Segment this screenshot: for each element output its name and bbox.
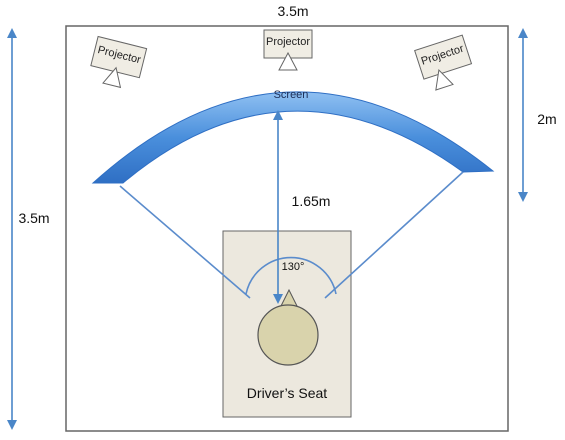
- driver-head-icon: [257, 304, 319, 366]
- fov-line-left: [119, 185, 251, 299]
- projector-left: Projector: [90, 35, 148, 89]
- driver-seat-label: Driver’s Seat: [247, 385, 328, 401]
- fov-angle-label: 130°: [282, 261, 305, 273]
- room-width-label: 3.5m: [277, 3, 308, 19]
- projector-right-body: [414, 34, 473, 80]
- seat-to-screen-label: 1.65m: [292, 193, 331, 209]
- fov-angle-arc: [245, 256, 337, 295]
- projector-center: Projector: [263, 29, 313, 71]
- projector-left-lens-icon: [102, 66, 122, 89]
- curved-screen: [91, 91, 495, 184]
- screen-depth-label: 2m: [537, 111, 556, 127]
- projector-right-lens-icon: [435, 69, 454, 91]
- projector-center-lens-icon: [278, 51, 298, 71]
- screen-label: Screen: [274, 89, 309, 101]
- projector-right: Projector: [414, 34, 473, 91]
- projector-center-label: Projector: [266, 36, 310, 48]
- room-outline: [65, 25, 509, 432]
- fov-line-right: [324, 171, 464, 299]
- room-depth-label: 3.5m: [18, 210, 49, 226]
